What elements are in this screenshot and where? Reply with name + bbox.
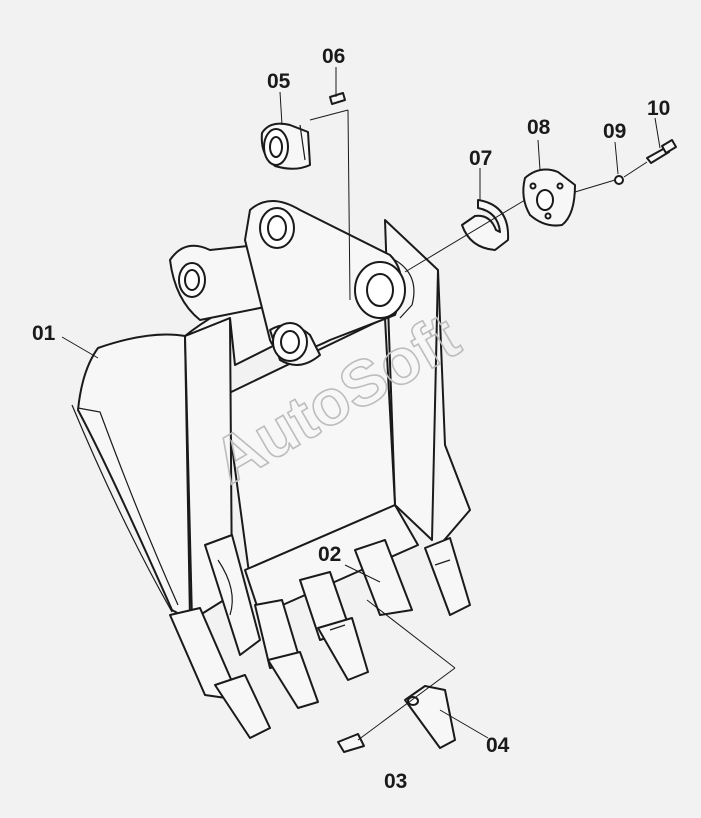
snap-ring (461, 199, 510, 251)
callout-02: 02 (318, 543, 341, 566)
pin-and-tooth (337, 685, 456, 753)
callout-10: 10 (647, 97, 670, 120)
callout-01: 01 (32, 322, 56, 345)
shim-plate (522, 168, 576, 227)
callout-03: 03 (384, 770, 407, 793)
bushing-and-nipple (260, 92, 346, 170)
callout-07: 07 (469, 147, 492, 170)
callout-04: 04 (486, 734, 510, 757)
callout-05: 05 (267, 70, 291, 93)
washer-and-bolt (614, 139, 677, 185)
callout-08: 08 (527, 116, 551, 139)
callout-09: 09 (603, 120, 626, 143)
adapter-teeth (169, 537, 471, 739)
callout-06: 06 (322, 45, 345, 68)
leader-lines (61, 67, 661, 741)
bucket-body (71, 200, 471, 656)
